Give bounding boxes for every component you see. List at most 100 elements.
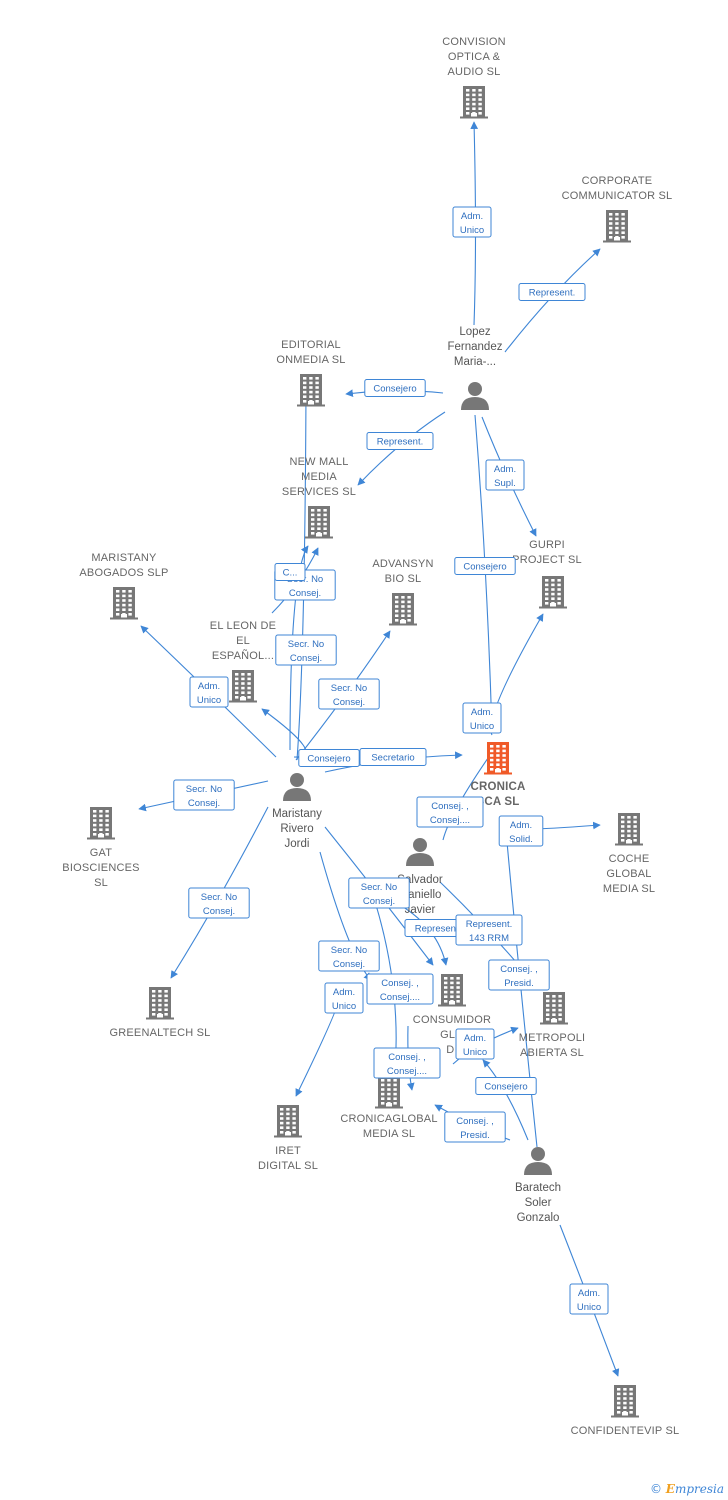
relation-label-r13[interactable]: Consejero	[298, 749, 360, 767]
company-confidentevip[interactable]: CONFIDENTEVIP SL	[571, 1385, 680, 1437]
relation-text: Solid.	[509, 834, 533, 845]
relation-label-r16[interactable]: Consej. ,Consej....	[416, 796, 484, 828]
company-label: ESPAÑOL...	[212, 649, 274, 662]
relation-label-r7[interactable]: Adm.Unico	[462, 702, 502, 734]
company-label: CONFIDENTEVIP SL	[571, 1425, 680, 1437]
relation-text: Presid.	[460, 1130, 490, 1141]
relation-label-r2[interactable]: Represent.	[518, 283, 586, 301]
relation-label-r28[interactable]: Consejero	[475, 1077, 537, 1095]
company-label: NEW MALL	[289, 456, 348, 468]
relation-text: Consej.	[333, 697, 365, 708]
relation-label-r29[interactable]: Consej. ,Presid.	[444, 1111, 506, 1143]
company-label: MEDIA SL	[363, 1128, 415, 1140]
relation-label-r26[interactable]: Adm.Unico	[455, 1028, 495, 1060]
company-label: ADVANSYN	[372, 558, 433, 570]
relation-label-r24[interactable]: Consej. ,Consej....	[366, 973, 434, 1005]
company-label: AUDIO SL	[448, 66, 501, 78]
relation-label-r10[interactable]: C...	[274, 563, 306, 581]
relation-label-r4[interactable]: Represent.	[366, 432, 434, 450]
person-icon	[524, 1147, 552, 1175]
edge-r22	[319, 851, 372, 981]
person-icon	[283, 773, 311, 801]
relation-text: Secr. No	[288, 639, 324, 650]
relation-label-r17[interactable]: Adm.Solid.	[498, 815, 544, 847]
person-label: Maria-...	[454, 356, 496, 368]
person-lopez[interactable]: LopezFernandezMaria-...	[448, 326, 503, 410]
building-icon	[146, 987, 174, 1020]
relation-label-r8[interactable]: Adm.Unico	[189, 676, 229, 708]
relation-text: Consejero	[307, 754, 350, 765]
relation-label-r21[interactable]: Represent.143 RRM	[455, 914, 523, 946]
company-corporate[interactable]: CORPORATE COMMUNICATOR SL	[562, 175, 673, 243]
relation-label-r3[interactable]: Consejero	[364, 379, 426, 397]
relation-text: Adm.	[461, 211, 483, 222]
company-label: EL LEON DE	[210, 620, 276, 632]
relation-label-r27[interactable]: Consej. ,Consej....	[373, 1047, 441, 1079]
building-icon	[87, 807, 115, 840]
relation-text: Adm.	[333, 987, 355, 998]
relation-label-r5[interactable]: Adm.Supl.	[485, 459, 525, 491]
relation-label-r14[interactable]: Secretario	[359, 748, 427, 766]
relation-text: Consej.	[289, 588, 321, 599]
relation-label-r1[interactable]: Adm.Unico	[452, 206, 492, 238]
relation-text: Presid.	[504, 978, 534, 989]
relation-text: Consej.	[363, 896, 395, 907]
relation-label-r12[interactable]: Secr. No Consej.	[318, 678, 380, 710]
relation-text: Adm.	[578, 1288, 600, 1299]
building-icon	[603, 210, 631, 243]
empresia-brand[interactable]: © Empresia	[650, 1482, 724, 1496]
relation-text: Consej. ,	[388, 1052, 426, 1063]
relation-text: Consej....	[430, 815, 470, 826]
building-icon	[611, 1385, 639, 1418]
relation-text: Secr. No	[186, 784, 222, 795]
building-icon	[438, 974, 466, 1007]
person-icon	[461, 382, 489, 410]
relation-text: Represent.	[529, 288, 575, 299]
building-icon	[615, 813, 643, 846]
company-label: EDITORIAL	[281, 339, 341, 351]
relation-text: C...	[283, 568, 298, 579]
company-greenaltech[interactable]: GREENALTECH SL	[109, 987, 210, 1039]
company-elleon[interactable]: EL LEON DEELESPAÑOL...	[210, 620, 276, 703]
relation-text: Adm.	[198, 681, 220, 692]
relation-label-r23[interactable]: Consej. ,Presid.	[488, 959, 550, 991]
relation-text: Secr. No	[331, 683, 367, 694]
relation-text: Consejero	[373, 384, 416, 395]
relation-label-r6[interactable]: Consejero	[454, 557, 516, 575]
building-icon	[540, 992, 568, 1025]
relation-label-r25[interactable]: Adm. Unico	[324, 982, 364, 1014]
building-icon	[305, 506, 333, 539]
relation-label-r30[interactable]: Adm. Unico	[569, 1283, 609, 1315]
company-label: GURPI	[529, 539, 565, 551]
relation-text: Unico	[463, 1047, 487, 1058]
building-icon	[389, 593, 417, 626]
company-label: DI	[446, 1044, 457, 1056]
relation-text: Unico	[332, 1001, 356, 1012]
company-label: CORPORATE	[582, 175, 653, 187]
company-label: COMMUNICATOR SL	[562, 190, 673, 202]
company-label: CONVISION	[442, 36, 506, 48]
relation-text: Unico	[577, 1302, 601, 1313]
building-icon	[539, 576, 567, 609]
brand-initial: E	[665, 1482, 675, 1496]
